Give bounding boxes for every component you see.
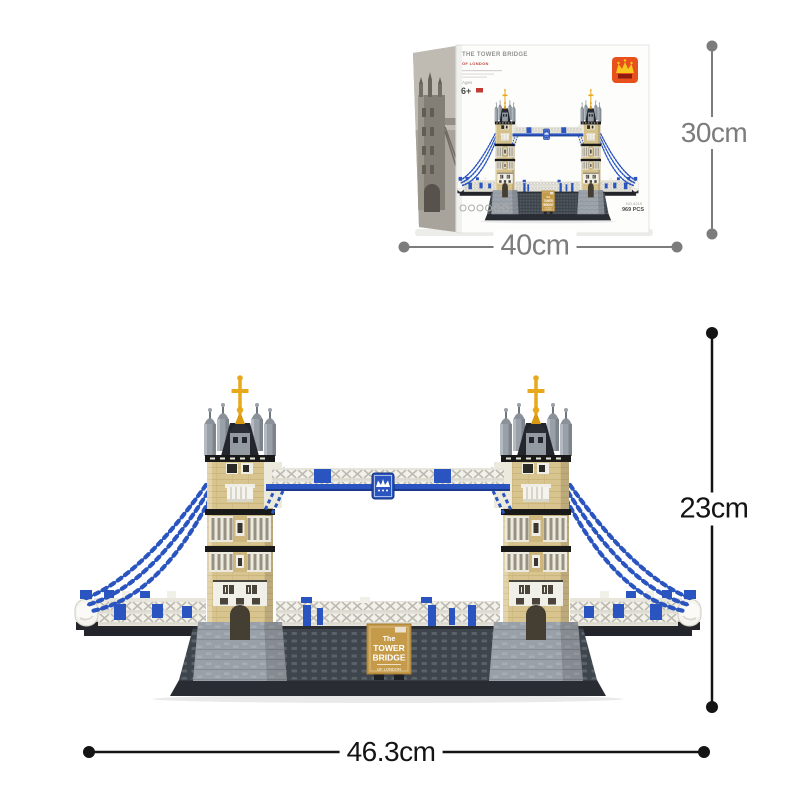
dimension-label-model-width: 46.3cm xyxy=(339,736,443,768)
box-info-icons xyxy=(459,204,509,212)
box-item-number: NO.4219 xyxy=(625,201,642,206)
bridge-model-photo xyxy=(75,375,701,703)
product-box xyxy=(413,44,653,236)
dimension-label-box-height: 30cm xyxy=(673,117,755,149)
dimension-label-model-height: 23cm xyxy=(672,492,756,526)
box-piece-count: 969 PCS xyxy=(621,207,644,213)
brick-icon xyxy=(476,88,483,93)
dimension-label-box-width: 40cm xyxy=(493,229,577,263)
box-age-value: 6+ xyxy=(461,86,472,96)
wange-logo-icon xyxy=(612,57,638,83)
box-ages-label: Ages xyxy=(462,80,473,85)
box-side-photo xyxy=(413,46,456,232)
box-subtitle: OF LONDON xyxy=(462,61,489,66)
box-title: THE TOWER BRIDGE xyxy=(462,52,528,58)
